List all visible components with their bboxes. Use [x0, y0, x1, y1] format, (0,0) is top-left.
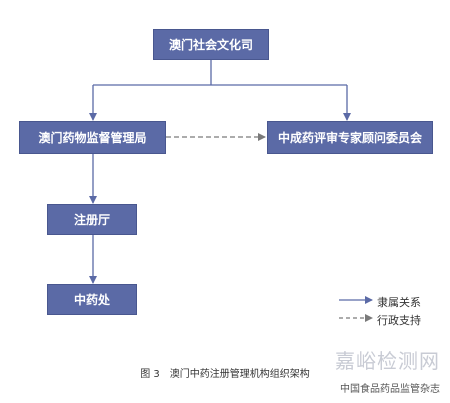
watermark-sub: 中国食品药品监管杂志 [340, 384, 440, 395]
legend-admin-support-label: 行政支持 [377, 314, 421, 327]
figure-caption: 图 3 澳门中药注册管理机构组织架构 [140, 369, 310, 380]
node-drug-bureau: 澳门药物监督管理局 [19, 121, 166, 154]
node-registry-department: 注册厅 [47, 204, 137, 235]
node-social-culture-secretariat: 澳门社会文化司 [153, 29, 269, 60]
watermark-main: 嘉峪检测网 [335, 349, 440, 373]
node-tcm-office: 中药处 [47, 284, 137, 315]
node-expert-committee: 中成药评审专家顾问委员会 [267, 121, 433, 154]
legend-subordinate-label: 隶属关系 [377, 296, 421, 309]
